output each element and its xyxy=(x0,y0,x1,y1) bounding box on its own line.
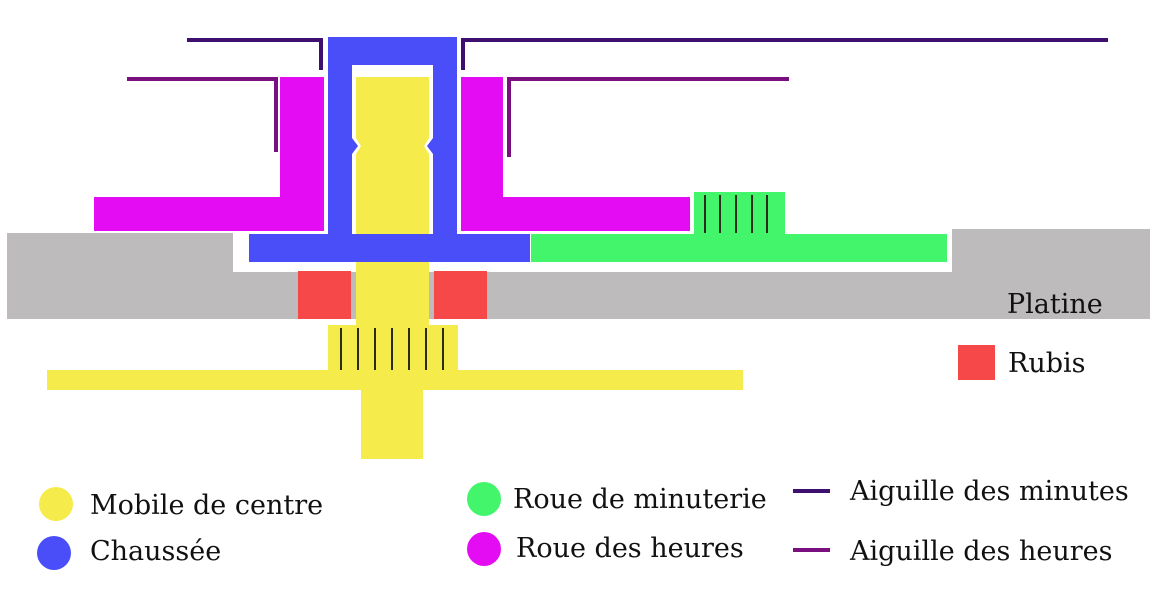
legend-label-mobile-de-centre: Mobile de centre xyxy=(90,490,323,521)
mobile-de-centre xyxy=(47,77,743,459)
roue-de-minuterie-pinion xyxy=(694,192,785,236)
roue-de-minuterie xyxy=(531,192,947,262)
mobile-de-centre-pinion-teeth xyxy=(340,328,444,370)
roue-de-minuterie-pinion-teeth xyxy=(704,195,768,233)
legend: Mobile de centre Chaussée Roue de minute… xyxy=(37,476,1129,570)
legend-label-aiguille-des-heures: Aiguille des heures xyxy=(849,536,1112,567)
mobile-de-centre-lower-arbor xyxy=(361,388,423,459)
aiguille-des-heures-right xyxy=(507,77,789,157)
legend-label-roue-de-minuterie: Roue de minuterie xyxy=(513,484,767,515)
rubis-label: Rubis xyxy=(1008,348,1086,379)
chaussee xyxy=(249,37,530,262)
rubis-left xyxy=(298,271,351,319)
legend-marker-chaussee xyxy=(37,536,71,570)
roue-des-heures-right xyxy=(461,77,690,231)
platine-plate xyxy=(7,229,1150,319)
legend-marker-roue-des-heures xyxy=(467,532,501,566)
roue-de-minuterie-wheel xyxy=(531,234,947,262)
legend-label-roue-des-heures: Roue des heures xyxy=(516,533,744,564)
mobile-de-centre-arbor xyxy=(356,77,429,327)
roue-des-heures xyxy=(94,77,690,231)
rubis-legend-swatch xyxy=(958,345,995,380)
aiguille-des-minutes-right xyxy=(461,38,1108,70)
legend-label-aiguille-des-minutes: Aiguille des minutes xyxy=(849,476,1129,507)
platine-label: Platine xyxy=(1007,289,1103,320)
mobile-de-centre-wheel xyxy=(47,370,743,390)
legend-marker-roue-de-minuterie xyxy=(467,482,501,516)
roue-des-heures-left xyxy=(94,77,324,231)
aiguille-des-minutes-left xyxy=(187,38,323,70)
rubis-right xyxy=(434,271,487,319)
legend-label-chaussee: Chaussée xyxy=(90,536,221,567)
legend-marker-mobile-de-centre xyxy=(39,487,73,521)
aiguille-des-heures-left xyxy=(127,77,278,152)
